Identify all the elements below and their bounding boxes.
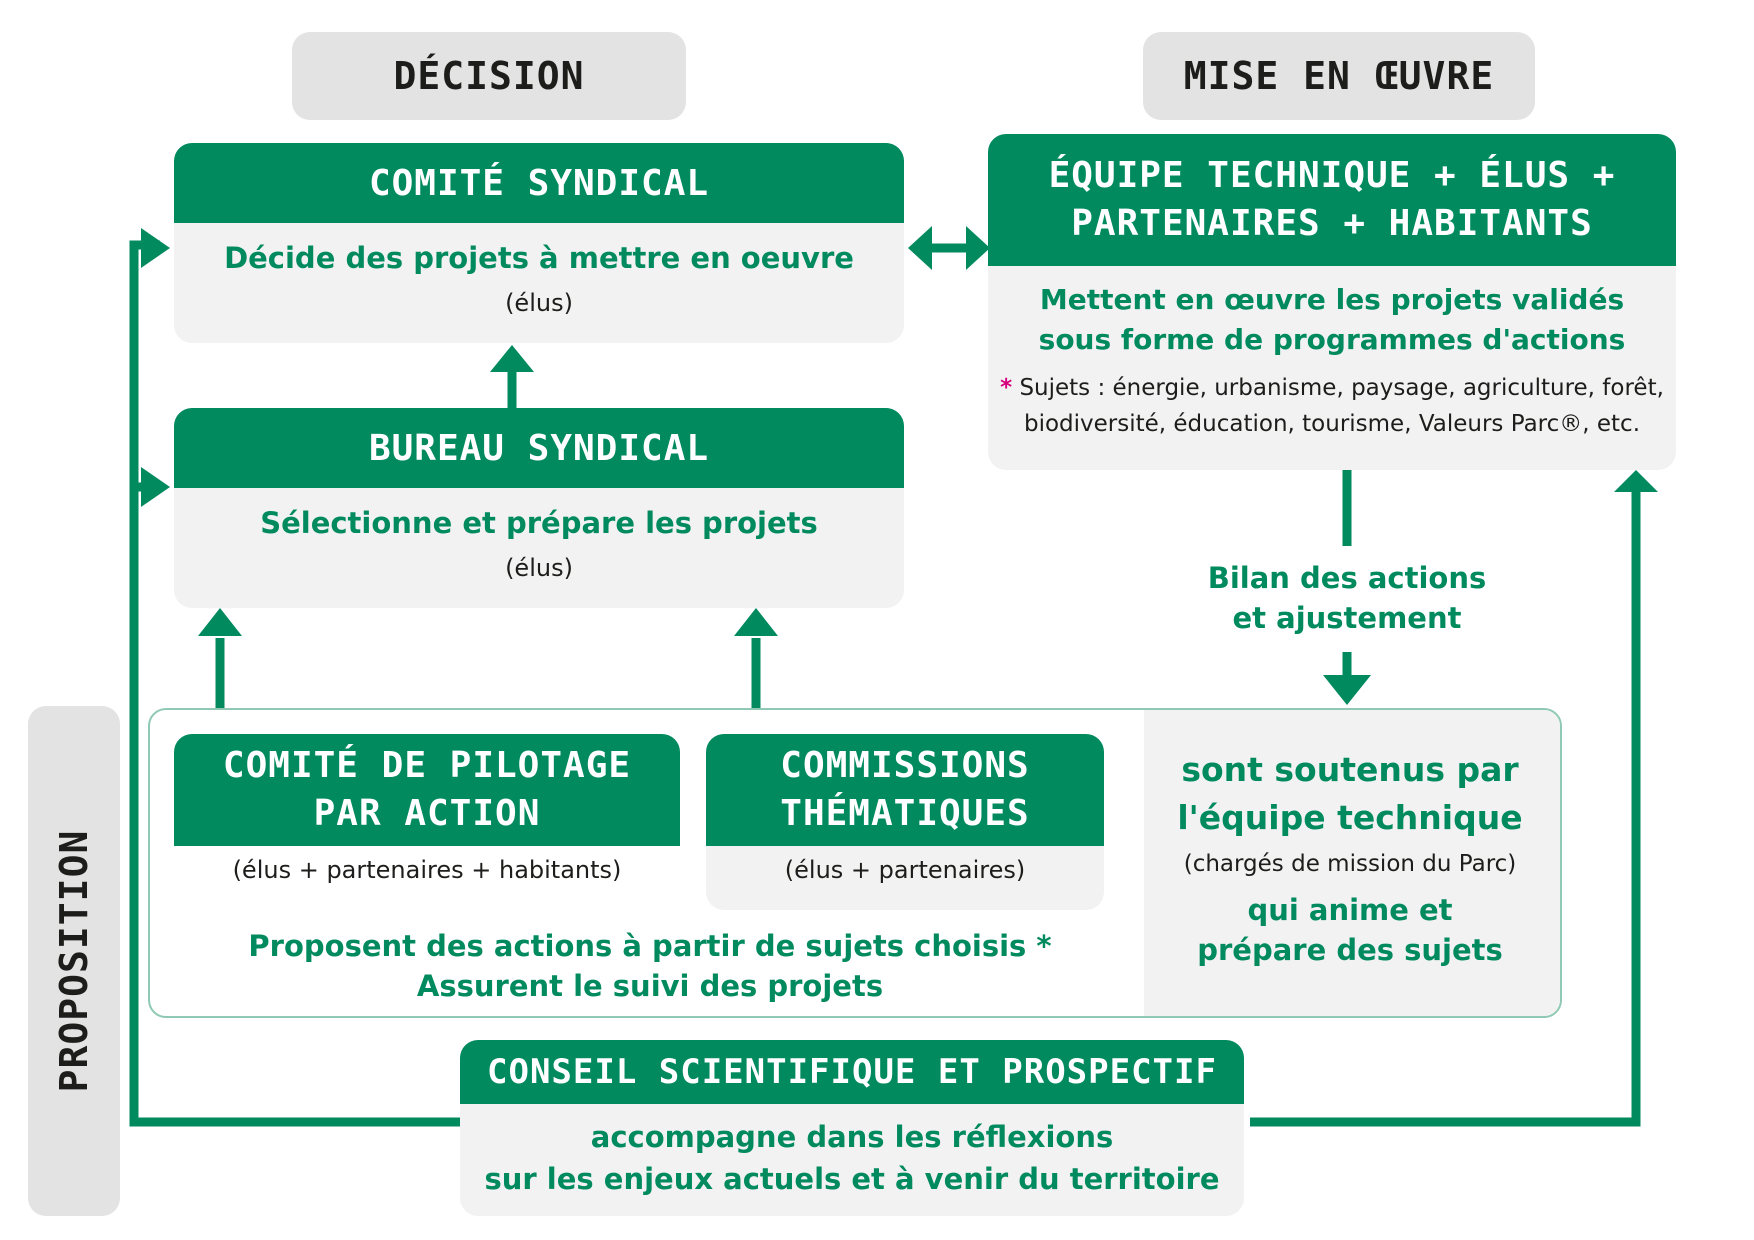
- equipe-title-line1: ÉQUIPE TECHNIQUE + ÉLUS +: [1048, 155, 1616, 196]
- equipe-subjects-line2: biodiversité, éducation, tourisme, Valeu…: [1023, 411, 1641, 437]
- arrowhead-to-comite: [141, 228, 170, 268]
- bureau-syndical-title: BUREAU SYNDICAL: [368, 427, 710, 469]
- bilan-line1: Bilan des actions: [1207, 561, 1487, 595]
- equipe-subjects: * Sujets : énergie, urbanisme, paysage, …: [988, 370, 1676, 442]
- proposal-text-line2: Assurent le suivi des projets: [416, 969, 884, 1003]
- support-area: [1144, 710, 1560, 1016]
- conseil-line2: sur les enjeux actuels et à venir du ter…: [484, 1162, 1220, 1196]
- comite-syndical-box: COMITÉ SYNDICAL Décide des projets à met…: [174, 143, 904, 343]
- arrowhead-to-bureau: [141, 467, 170, 507]
- support-line2: l'équipe technique: [1177, 798, 1523, 837]
- arrowhead-double-right: [966, 226, 990, 270]
- decision-label-text: DÉCISION: [393, 54, 585, 98]
- copil-header: COMITÉ DE PILOTAGE PAR ACTION: [174, 734, 680, 846]
- conseil-title: CONSEIL SCIENTIFIQUE ET PROSPECTIF: [487, 1052, 1217, 1092]
- copil-members: (élus + partenaires + habitants): [232, 856, 622, 884]
- decision-column-label: DÉCISION: [292, 32, 686, 120]
- conseil-box: CONSEIL SCIENTIFIQUE ET PROSPECTIF accom…: [460, 1040, 1244, 1216]
- bureau-syndical-members: (élus): [505, 554, 573, 582]
- commissions-header: COMMISSIONS THÉMATIQUES: [706, 734, 1104, 846]
- proposal-column-label: PROPOSITION: [28, 706, 120, 1216]
- conseil-header: CONSEIL SCIENTIFIQUE ET PROSPECTIF: [460, 1040, 1244, 1104]
- copil-title-line1: COMITÉ DE PILOTAGE: [222, 745, 632, 786]
- bureau-syndical-box: BUREAU SYNDICAL Sélectionne et prépare l…: [174, 408, 904, 608]
- support-line3: qui anime et: [1247, 893, 1453, 927]
- copil-title-line2: PAR ACTION: [313, 793, 541, 834]
- conseil-line1: accompagne dans les réflexions: [590, 1120, 1114, 1154]
- proposal-text-line1: Proposent des actions à partir de sujets…: [248, 929, 1052, 963]
- commissions-title-line2: THÉMATIQUES: [780, 793, 1030, 834]
- bureau-syndical-header: BUREAU SYNDICAL: [174, 408, 904, 488]
- comite-syndical-title: COMITÉ SYNDICAL: [368, 162, 710, 204]
- support-note: (chargés de mission du Parc): [1183, 851, 1517, 877]
- arrowhead-panel-left: [198, 608, 242, 636]
- support-line1: sont soutenus par: [1181, 750, 1519, 789]
- equipe-subjects-line1: Sujets : énergie, urbanisme, paysage, ag…: [1019, 375, 1664, 401]
- equipe-title-line2: PARTENAIRES + HABITANTS: [1071, 203, 1593, 244]
- bilan-label: Bilan des actions et ajustement: [1167, 558, 1527, 638]
- conseil-desc: accompagne dans les réflexions sur les e…: [460, 1116, 1244, 1200]
- equipe-desc: Mettent en œuvre les projets validés sou…: [988, 280, 1676, 360]
- arrowhead-bilan-to-panel: [1323, 675, 1371, 705]
- arrowhead-to-equipe: [1614, 470, 1658, 492]
- comite-syndical-desc: Décide des projets à mettre en oeuvre: [224, 241, 854, 275]
- proposal-label-text: PROPOSITION: [52, 829, 96, 1093]
- arrowhead-bureau-to-comite: [490, 345, 534, 372]
- right-loop-line: [1250, 488, 1641, 1127]
- copil-box: COMITÉ DE PILOTAGE PAR ACTION (élus + pa…: [174, 734, 680, 888]
- support-line4: prépare des sujets: [1197, 933, 1503, 967]
- execution-column-label: MISE EN ŒUVRE: [1143, 32, 1535, 120]
- arrowhead-double-left: [908, 226, 932, 270]
- asterisk-marker: *: [1000, 375, 1013, 401]
- commissions-box: COMMISSIONS THÉMATIQUES (élus + partenai…: [706, 734, 1104, 910]
- proposal-text: Proposent des actions à partir de sujets…: [160, 926, 1140, 1006]
- execution-label-text: MISE EN ŒUVRE: [1183, 54, 1495, 98]
- bureau-syndical-desc: Sélectionne et prépare les projets: [260, 506, 818, 540]
- equipe-desc-line1: Mettent en œuvre les projets validés: [1039, 283, 1625, 316]
- equipe-technique-box: ÉQUIPE TECHNIQUE + ÉLUS + PARTENAIRES + …: [988, 134, 1676, 470]
- support-text: sont soutenus par l'équipe technique (ch…: [1142, 746, 1558, 970]
- commissions-members: (élus + partenaires): [784, 856, 1026, 884]
- comite-syndical-header: COMITÉ SYNDICAL: [174, 143, 904, 223]
- commissions-title-line1: COMMISSIONS: [780, 745, 1030, 786]
- equipe-desc-line2: sous forme de programmes d'actions: [1038, 323, 1626, 356]
- comite-syndical-members: (élus): [505, 289, 573, 317]
- equipe-technique-header: ÉQUIPE TECHNIQUE + ÉLUS + PARTENAIRES + …: [988, 134, 1676, 266]
- bilan-line2: et ajustement: [1232, 601, 1462, 635]
- arrowhead-panel-right: [734, 608, 778, 636]
